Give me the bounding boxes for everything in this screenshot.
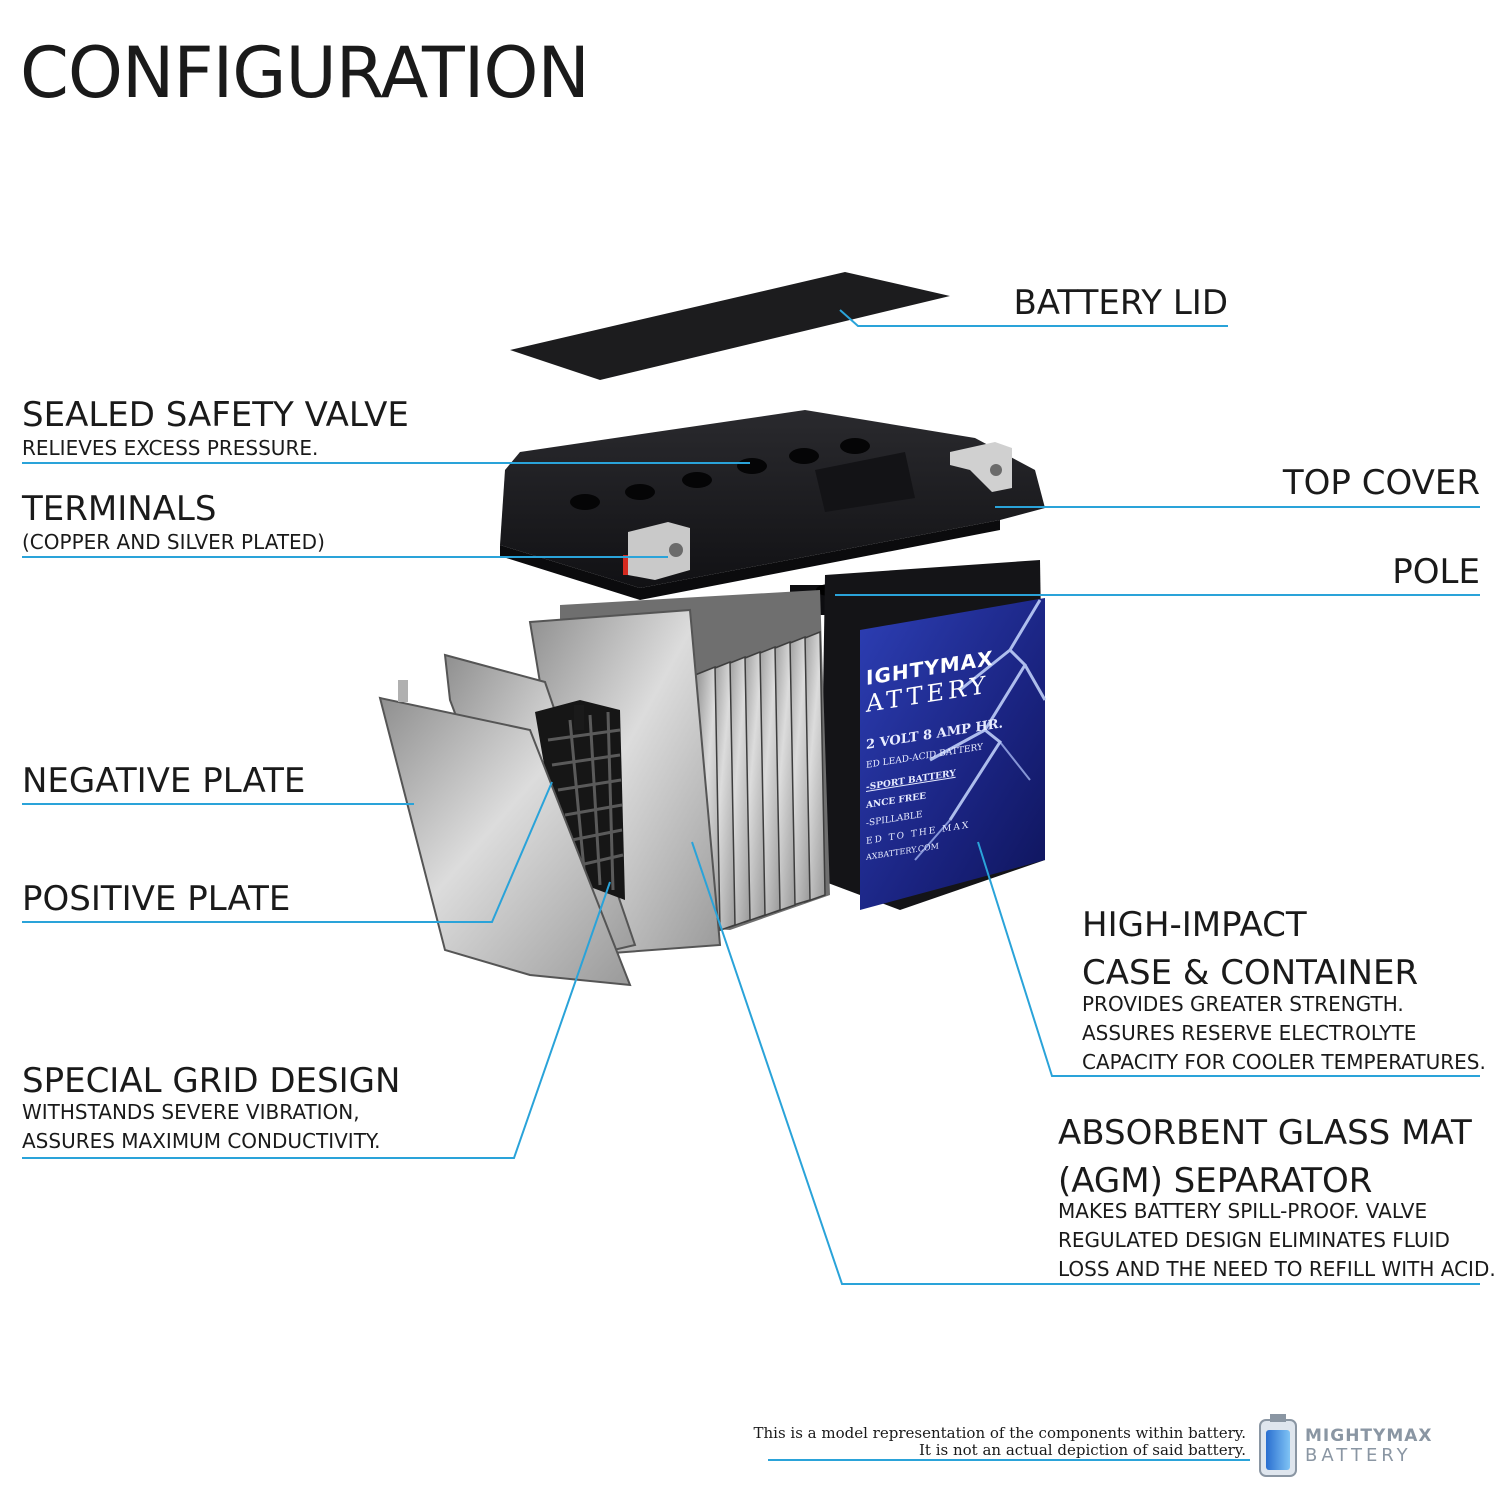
case-container-shape xyxy=(820,560,1047,910)
label-battery-lid: BATTERY LID xyxy=(1013,283,1228,323)
label-negative-plate: NEGATIVE PLATE xyxy=(22,761,306,801)
page-title: CONFIGURATION xyxy=(20,32,590,114)
desc-special-grid-line-1: WITHSTANDS SEVERE VIBRATION, xyxy=(22,1100,360,1124)
desc-high-impact-line-3: CAPACITY FOR COOLER TEMPERATURES. xyxy=(1082,1050,1486,1074)
leader-battery-lid xyxy=(839,309,1228,327)
label-terminals: TERMINALS xyxy=(22,489,217,529)
footer-disclaimer: This is a model representation of the co… xyxy=(753,1425,1246,1459)
leader-agm xyxy=(691,841,1480,1285)
desc-high-impact-line-2: ASSURES RESERVE ELECTROLYTE xyxy=(1082,1021,1417,1045)
label-top-cover: TOP COVER xyxy=(1282,463,1480,503)
leader-positive-plate xyxy=(22,781,553,923)
desc-special-grid-line-2: ASSURES MAXIMUM CONDUCTIVITY. xyxy=(22,1129,381,1153)
terminal-positive-shape xyxy=(950,442,1012,492)
label-agm-line-1: ABSORBENT GLASS MAT xyxy=(1058,1113,1472,1153)
desc-terminals: (COPPER AND SILVER PLATED) xyxy=(22,530,325,554)
footer-logo-battery-icon xyxy=(1259,1414,1297,1477)
label-sealed-safety-valve: SEALED SAFETY VALVE xyxy=(22,395,409,435)
label-special-grid-design: SPECIAL GRID DESIGN xyxy=(22,1061,401,1101)
footer-disclaimer-line-2: It is not an actual depiction of said ba… xyxy=(918,1441,1246,1459)
label-high-impact-line-1: HIGH-IMPACT xyxy=(1082,905,1307,945)
desc-sealed-safety-valve: RELIEVES EXCESS PRESSURE. xyxy=(22,436,319,460)
terminal-negative-shape xyxy=(623,522,690,580)
battery-label-text: IGHTYMAX ATTERY 2 VOLT 8 AMP HR. ED LEAD… xyxy=(866,638,1042,862)
label-agm-line-2: (AGM) SEPARATOR xyxy=(1058,1161,1373,1201)
desc-high-impact-line-1: PROVIDES GREATER STRENGTH. xyxy=(1082,992,1404,1016)
desc-agm-line-2: REGULATED DESIGN ELIMINATES FLUID xyxy=(1058,1228,1450,1252)
label-pole: POLE xyxy=(1392,552,1480,592)
footer-logo: MIGHTYMAX BATTERY xyxy=(1305,1426,1433,1466)
leader-lines xyxy=(22,309,1480,1461)
desc-agm-line-3: LOSS AND THE NEED TO REFILL WITH ACID. xyxy=(1058,1257,1496,1281)
footer-disclaimer-line-1: This is a model representation of the co… xyxy=(753,1424,1246,1442)
negative-plate-shape xyxy=(378,696,632,987)
label-high-impact-line-2: CASE & CONTAINER xyxy=(1082,953,1419,993)
battery-lid-shape xyxy=(510,272,950,380)
footer-logo-line-1: MIGHTYMAX xyxy=(1305,1426,1433,1446)
leader-high-impact xyxy=(977,841,1480,1077)
desc-agm-line-1: MAKES BATTERY SPILL-PROOF. VALVE xyxy=(1058,1199,1428,1223)
leader-special-grid xyxy=(22,881,611,1159)
label-positive-plate: POSITIVE PLATE xyxy=(22,879,291,919)
footer-logo-line-2: BATTERY xyxy=(1305,1445,1412,1466)
